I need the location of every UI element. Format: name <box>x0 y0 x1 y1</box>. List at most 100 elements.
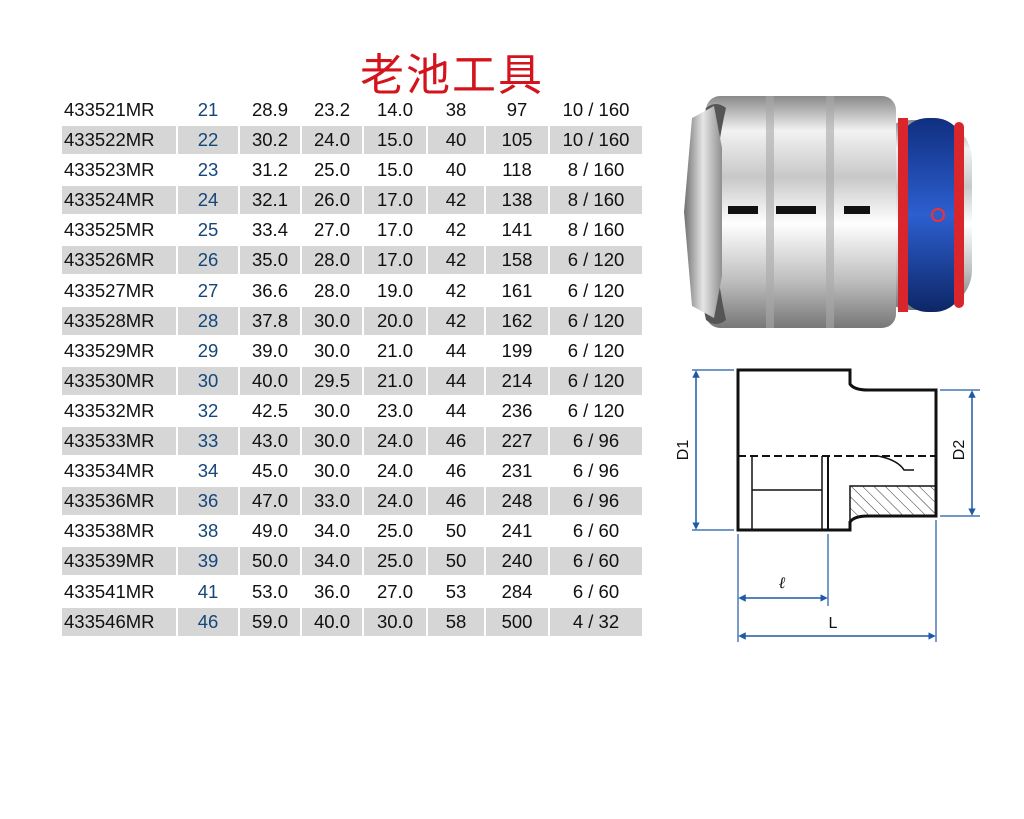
socket-bore <box>684 106 722 318</box>
table-cell: 30.0 <box>302 427 362 456</box>
table-cell: 199 <box>501 339 533 361</box>
table-cell: 10 / 160 <box>562 99 630 120</box>
table-cell: 47.0 <box>240 487 300 516</box>
table-cell: 30.0 <box>313 339 350 361</box>
table-cell: 284 <box>501 580 533 602</box>
table-cell: 42 <box>445 219 467 241</box>
table-cell: 6 / 120 <box>550 306 642 335</box>
table-cell: 37.8 <box>240 306 300 335</box>
table-cell: 433532MR <box>64 399 155 421</box>
table-cell: 15.0 <box>376 159 413 181</box>
table-cell: 19.0 <box>376 279 413 301</box>
table-cell: 26.0 <box>302 186 362 215</box>
table-cell: 45.0 <box>251 460 288 482</box>
table-cell: 105 <box>486 126 548 155</box>
table-cell: 40.0 <box>302 607 362 636</box>
d1-label: D1 <box>675 440 692 461</box>
table-cell: 24.0 <box>364 427 426 456</box>
table-cell: 25.0 <box>376 520 413 542</box>
table-cell: 44 <box>428 366 484 395</box>
table-cell: 433546MR <box>62 607 176 636</box>
table-cell: 8 / 160 <box>550 186 642 215</box>
table-cell: 33.4 <box>251 219 288 241</box>
table-cell: 161 <box>501 279 533 301</box>
table-cell: 433538MR <box>64 520 155 542</box>
table-cell: 97 <box>506 99 528 120</box>
table-cell: 38 <box>445 99 467 120</box>
table-cell: 17.0 <box>376 219 413 241</box>
table-cell: 31.2 <box>251 159 288 181</box>
table-cell: 53.0 <box>251 580 288 602</box>
table-cell: 118 <box>502 159 532 181</box>
table-cell: 6 / 96 <box>550 487 642 516</box>
table-cell: 33 <box>178 427 238 456</box>
table-cell: 433534MR <box>64 460 155 482</box>
table-cell: 25 <box>197 219 219 241</box>
table-cell: 28.9 <box>251 99 288 120</box>
table-cell: 21.0 <box>376 339 413 361</box>
table-cell: 433533MR <box>62 427 176 456</box>
table-cell: 433528MR <box>62 306 176 335</box>
table-cell: 59.0 <box>240 607 300 636</box>
table-cell: 27 <box>197 279 219 301</box>
table-cell: 29 <box>197 339 219 361</box>
table-cell: 30.0 <box>313 460 350 482</box>
table-cell: 28.0 <box>313 279 350 301</box>
hatched-section <box>849 485 937 525</box>
table-cell: 23.0 <box>376 399 413 421</box>
table-cell: 10 / 160 <box>550 126 642 155</box>
table-cell: 22 <box>178 126 238 155</box>
table-cell: 46 <box>428 487 484 516</box>
table-cell: 26 <box>178 246 238 275</box>
socket-dimension-drawing: D1 D2 ℓ L <box>675 368 980 642</box>
table-cell: 17.0 <box>364 246 426 275</box>
table-cell: 6 / 120 <box>550 246 642 275</box>
table-cell: 46 <box>445 460 467 482</box>
table-cell: 6 / 96 <box>572 460 620 482</box>
table-cell: 6 / 96 <box>550 427 642 456</box>
table-cell: 20.0 <box>364 306 426 335</box>
table-cell: 30.2 <box>240 126 300 155</box>
table-cell: 30.0 <box>364 607 426 636</box>
table-cell: 28.0 <box>302 246 362 275</box>
table-cell: 8 / 160 <box>567 159 625 181</box>
table-cell: 24.0 <box>376 460 413 482</box>
table-cell: 433523MR <box>64 159 155 181</box>
table-cell: 21 <box>197 99 219 120</box>
table-cell: 21.0 <box>364 366 426 395</box>
table-cell: 433539MR <box>62 547 176 576</box>
table-cell: 17.0 <box>364 186 426 215</box>
table-cell: 42 <box>428 306 484 335</box>
table-cell: 248 <box>486 487 548 516</box>
table-cell: 39.0 <box>251 339 288 361</box>
table-cell: 41 <box>197 580 219 602</box>
table-cell: 433541MR <box>64 580 155 602</box>
table-cell: 25.0 <box>364 547 426 576</box>
table-cell: 40 <box>428 126 484 155</box>
table-cell: 23.2 <box>313 99 350 120</box>
table-cell: 40.0 <box>240 366 300 395</box>
table-cell: 6 / 60 <box>550 547 642 576</box>
table-cell: 6 / 60 <box>572 520 620 542</box>
page-title: 老池工具 <box>360 50 544 101</box>
table-cell: 23 <box>197 159 219 181</box>
table-cell: 27.0 <box>313 219 350 241</box>
table-cell: 158 <box>486 246 548 275</box>
table-cell: 6 / 120 <box>550 366 642 395</box>
table-cell: 433526MR <box>62 246 176 275</box>
table-cell: 27.0 <box>376 580 413 602</box>
table-cell: 36.0 <box>313 580 350 602</box>
table-cell: 433536MR <box>62 487 176 516</box>
table-cell: 36 <box>178 487 238 516</box>
table-cell: 24 <box>178 186 238 215</box>
table-cell: 50.0 <box>240 547 300 576</box>
